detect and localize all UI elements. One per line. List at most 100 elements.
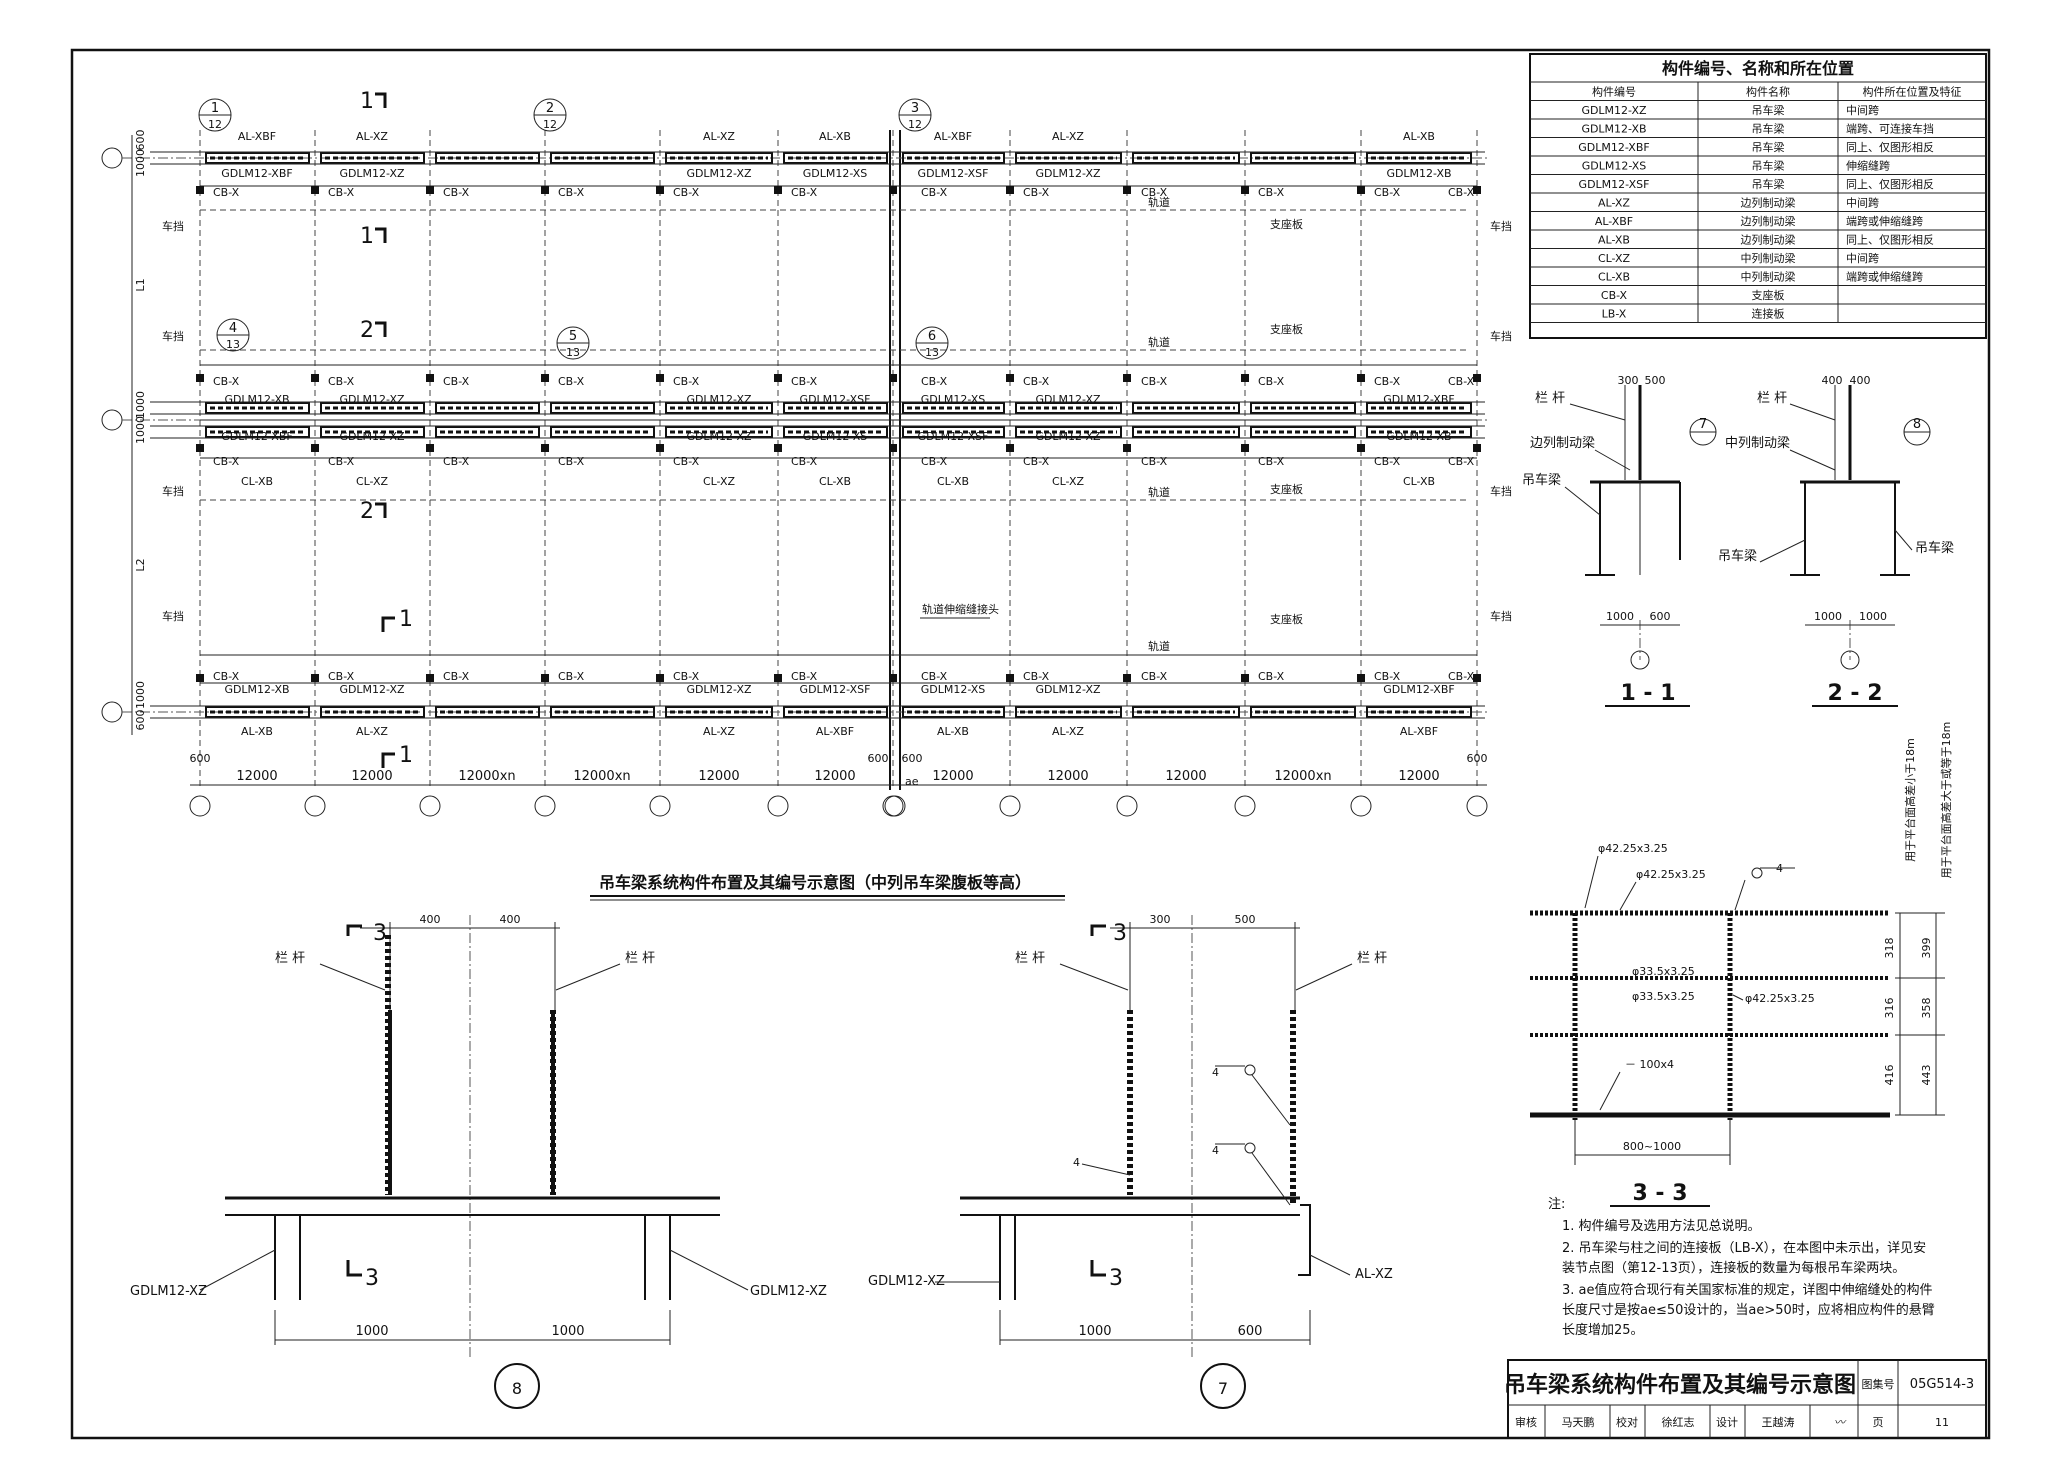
support-plate-marker [889,186,897,194]
grid-bubble [767,795,789,817]
crane-beam-segment [902,402,1005,414]
designer: 王越涛 [1762,1415,1795,1429]
support-plate-marker [311,374,319,382]
mid-gdlm-upper-label: GDLM12-XBF [1383,393,1454,406]
d7-circle [1200,1363,1246,1409]
mid-gdlm-lower-label: GDLM12-XSF [918,430,989,443]
support-plate-marker [1123,186,1131,194]
support-label: 支座板 [1270,612,1303,626]
title-block-title: 吊车梁系统构件布置及其编号示意图 [1504,1372,1856,1398]
grid-bubble [189,795,211,817]
plan-title: 吊车梁系统构件布置及其编号示意图（中列吊车梁腹板等高） [599,873,1031,892]
d7-weld-2: 4 [1212,1144,1219,1157]
bot-al-label: AL-XB [241,725,273,738]
plan-callout-num: 1 [211,101,219,116]
cb-label: CB-X [443,186,470,199]
support-plate-marker [1123,674,1131,682]
crane-beam-segment [320,706,425,718]
mid-gdlm-lower-label: GDLM12-XZ [686,430,752,443]
crane-beam-segment [783,402,888,414]
bot-gdlm-label: GDLM12-XB [224,683,289,696]
d8-top-left: 400 [420,913,441,926]
table-cell: 同上、仅图形相反 [1846,141,1934,154]
cb-label: CB-X [328,670,355,683]
mid-cl-label: CL-XZ [1052,475,1085,488]
sec33-dim-a2: 316 [1883,998,1896,1019]
table-cell: AL-XZ [1598,197,1630,210]
table-cell: 边列制动梁 [1741,233,1796,247]
cb-label: CB-X [1258,375,1285,388]
crane-beam-segment [1250,426,1356,438]
row-dim: 1000 [134,681,147,709]
grid-bubble [649,795,671,817]
mid-gdlm-upper-label: GDLM12-XZ [686,393,752,406]
cb-label: CB-X [921,670,948,683]
sec22-callout: 8 [1913,417,1921,432]
cb-label: CB-X [1258,186,1285,199]
table-cell: 端跨或伸缩缝跨 [1846,214,1923,228]
plan-callout-sheet: 13 [925,346,939,359]
span-dim: 12000 [932,769,973,784]
top-gdlm-label: GDLM12-XB [1386,167,1451,180]
crane-beam-segment [1366,152,1472,164]
sec33-title: 3 - 3 [1632,1181,1687,1206]
crane-beam-segment [1366,426,1472,438]
top-gdlm-label: GDLM12-XZ [686,167,752,180]
row-dim: 600 [134,710,147,731]
crane-beam-segment [665,402,773,414]
support-plate-marker [1006,444,1014,452]
notes-item-3: 装节点图（第12-13页），连接板的数量为每根吊车梁两块。 [1562,1260,1905,1276]
d8-sec-mark-top: 3 [373,921,387,946]
plan-callout-num: 4 [229,321,237,336]
table-cell: 吊车梁 [1752,140,1785,154]
sec33-pipe5: φ42.25x3.25 [1745,992,1815,1005]
sec11-railing: 栏 杆 [1535,391,1565,406]
support-plate-marker [1357,674,1365,682]
sec11-dim-left: 1000 [1606,610,1634,623]
table-cell: 端跨、可连接车挡 [1846,122,1934,136]
bot-gdlm-label: GDLM12-XBF [1383,683,1454,696]
mid-cl-label: CL-XZ [356,475,389,488]
d7-sec-mark-top: 3 [1113,921,1127,946]
grid-bubble [534,795,556,817]
cb-label: CB-X [921,186,948,199]
stop-label: 车挡 [162,484,184,498]
row-dim: 1000 [134,391,147,419]
plan-callout-num: 6 [928,329,936,344]
mid-cl-label: CL-XZ [703,475,736,488]
span-dim: 12000xn [573,769,630,784]
crane-beam-segment [320,426,425,438]
bot-gdlm-label: GDLM12-XZ [339,683,405,696]
span-dim: 12000 [1047,769,1088,784]
table-cell: 中列制动梁 [1741,251,1796,265]
cb-label: CB-X [1374,455,1401,468]
cb-label: CB-X [558,670,585,683]
d8-bot-left: 1000 [355,1324,388,1339]
stop-label: 车挡 [1490,329,1512,343]
cb-label: CB-X [328,186,355,199]
crane-beam-segment [1366,402,1472,414]
bot-al-label: AL-XZ [356,725,388,738]
cb-label: CB-X [921,455,948,468]
grid-bubble [1350,795,1372,817]
crane-beam-segment [205,402,310,414]
cb-label: CB-X [1374,375,1401,388]
table-cell: 同上、仅图形相反 [1846,234,1934,247]
table-cell: 吊车梁 [1752,103,1785,117]
cb-label: CB-X [1141,455,1168,468]
plan-callout-sheet: 13 [226,338,240,351]
notes-item-5: 长度尺寸是按ae≤50设计的，当ae>50时，应将相应构件的悬臂 [1562,1302,1935,1318]
mid-gdlm-lower-label: GDLM12-XZ [339,430,405,443]
top-gdlm-label: GDLM12-XZ [1035,167,1101,180]
support-plate-marker [774,374,782,382]
edge-offset-dim: 600 [190,752,211,765]
support-plate-marker [1473,186,1481,194]
grid-bubble [884,795,906,817]
sec33-pipe4: φ33.5x3.25 [1632,990,1695,1003]
crane-beam-segment [665,706,773,718]
table-cell: LB-X [1602,308,1627,321]
plan-callout-sheet: 12 [208,118,222,131]
rail-label: 轨道 [1148,485,1170,499]
d7-num: 7 [1218,1379,1228,1398]
cb-label: CB-X [673,455,700,468]
